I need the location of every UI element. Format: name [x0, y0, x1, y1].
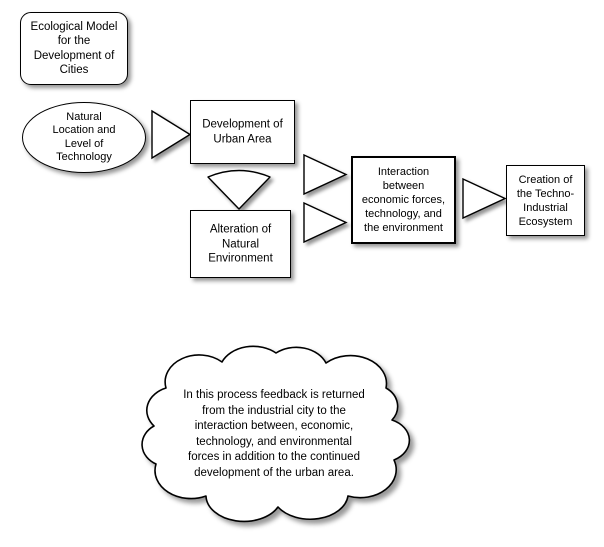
node-development-urban-area[interactable]: Development of Urban Area: [190, 100, 295, 164]
node-label-natural-location: Natural Location and Level of Technology: [52, 110, 116, 164]
node-interaction-forces[interactable]: Interaction between economic forces, tec…: [351, 156, 456, 244]
arrow-location-to-development-icon: [150, 107, 193, 162]
note-feedback-cloud[interactable]: In this process feedback is returned fro…: [126, 340, 422, 530]
arrow-development-to-alteration-icon: [205, 168, 275, 212]
arrow-alteration-to-interaction-icon: [302, 200, 349, 246]
node-label-alteration-natural-environment: Alteration of Natural Environment: [208, 223, 273, 265]
node-label-interaction-forces: Interaction between economic forces, tec…: [361, 166, 446, 234]
node-alteration-natural-environment[interactable]: Alteration of Natural Environment: [190, 210, 291, 278]
node-label-ecological-model-title: Ecological Model for the Development of …: [30, 20, 118, 77]
arrow-interaction-to-ecosystem-icon: [461, 176, 508, 222]
node-label-development-urban-area: Development of Urban Area: [202, 118, 283, 146]
arrow-development-to-interaction-icon: [302, 152, 349, 198]
node-techno-industrial-ecosystem[interactable]: Creation of the Techno- Industrial Ecosy…: [506, 165, 585, 236]
node-natural-location[interactable]: Natural Location and Level of Technology: [22, 102, 146, 173]
node-label-techno-industrial-ecosystem: Creation of the Techno- Industrial Ecosy…: [516, 173, 575, 228]
node-ecological-model-title[interactable]: Ecological Model for the Development of …: [20, 12, 128, 85]
